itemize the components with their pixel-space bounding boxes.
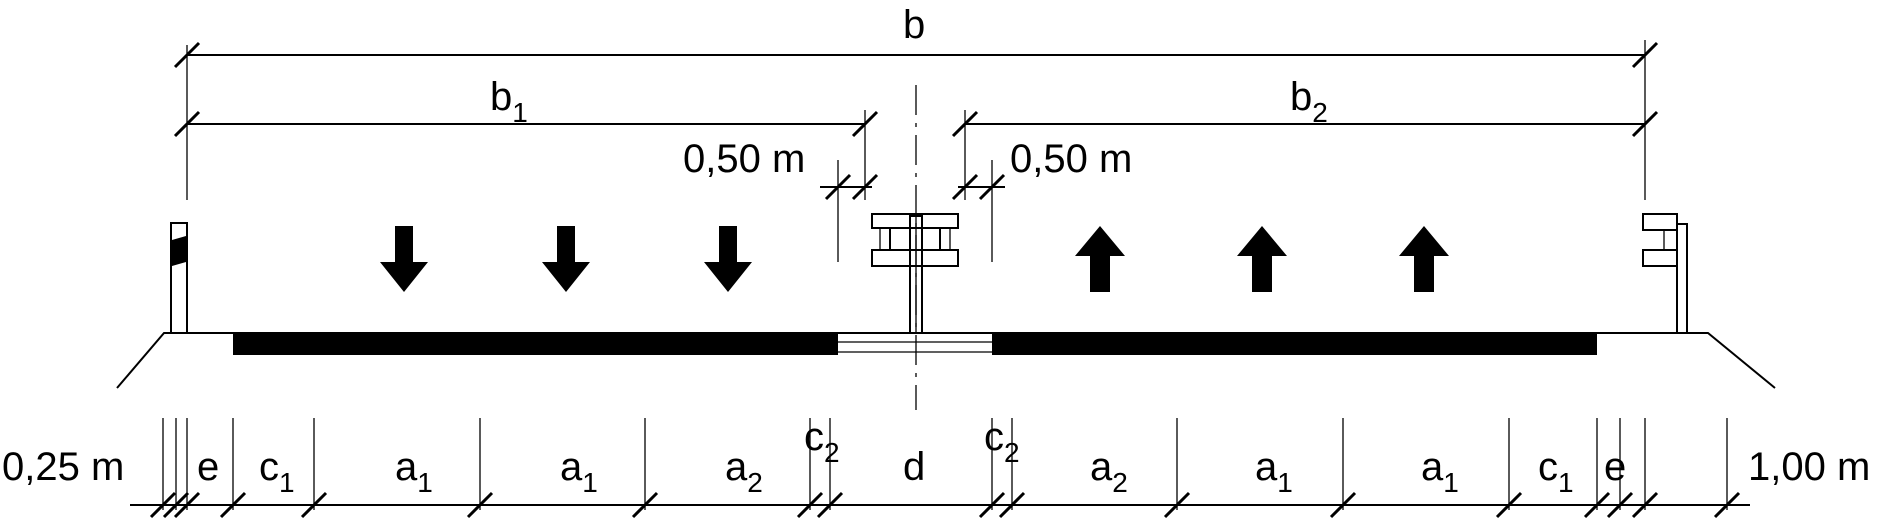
median-barrier [871,213,959,334]
dimension-tick [1163,491,1191,519]
dimension-label-c1: c1 [259,445,295,498]
dimension-label-c1: c1 [1538,445,1574,498]
dimension-tick [466,491,494,519]
dimension-tick [816,491,844,519]
dimension-label-a2: a2 [725,445,763,498]
traffic-arrow-down [542,226,590,292]
dimension-tick [149,491,177,519]
overall-width-label: b [903,3,925,47]
traffic-arrow-down [380,226,428,292]
dimension-tick [796,491,824,519]
bottom-dimension-labels: e c1 a1 a1 a2 c2 c2 a2 a1 a1 c1 e [197,415,1626,498]
right-edge-offset-label: 1,00 m [1748,445,1870,489]
right-carriageway-pavement [992,333,1597,355]
traffic-arrow-up [1075,226,1125,292]
dimension-tick [998,491,1026,519]
dimension-tick [1606,491,1634,519]
dimension-tick [219,491,247,519]
bottom-dimension-chain: e c1 a1 a1 a2 c2 c2 a2 a1 a1 c1 e 0,25 m 1,00 m d [2,415,1870,519]
traffic-arrow-up [1237,226,1287,292]
traffic-arrow-up [1399,226,1449,292]
dimension-tick [1495,491,1523,519]
dimension-tick [162,491,190,519]
dimension-tick [1713,491,1741,519]
left-clearance-label: 0,50 m [683,137,805,181]
dimension-tick [1631,491,1659,519]
road-surface [116,332,1776,389]
bottom-dimension-ticks [149,418,1741,519]
dimension-tick [300,491,328,519]
median-width-label: d [903,445,925,489]
dimension-tick [173,491,201,519]
dimension-tick [978,491,1006,519]
left-clearance-dimension: 0,50 m [683,110,879,262]
right-clearance-dimension: 0,50 m [951,110,1132,262]
dimension-tick [1583,491,1611,519]
right-edge-barrier [1642,213,1688,334]
b2-label: b2 [1290,75,1328,128]
left-carriageway-pavement [233,333,838,355]
dimension-label-a1: a1 [1255,445,1293,498]
b1-label: b1 [490,75,528,128]
dimension-label-c2: c2 [984,415,1020,468]
dimension-tick [1329,491,1357,519]
overall-width-dimension: b [173,3,1659,69]
left-edge-offset-label: 0,25 m [2,445,124,489]
dimension-label-a2: a2 [1090,445,1128,498]
dimension-label-a1: a1 [560,445,598,498]
traffic-arrows [380,226,1449,292]
left-carriageway-width-dimension: b1 [173,65,879,200]
dimension-label-a1: a1 [395,445,433,498]
dimension-tick [631,491,659,519]
left-edge-post [170,222,188,334]
dimension-label-c2: c2 [804,415,840,468]
dimension-label-e: e [197,445,219,489]
traffic-arrow-down [704,226,752,292]
right-clearance-label: 0,50 m [1010,137,1132,181]
dimension-label-a1: a1 [1421,445,1459,498]
dimension-label-e: e [1604,445,1626,489]
